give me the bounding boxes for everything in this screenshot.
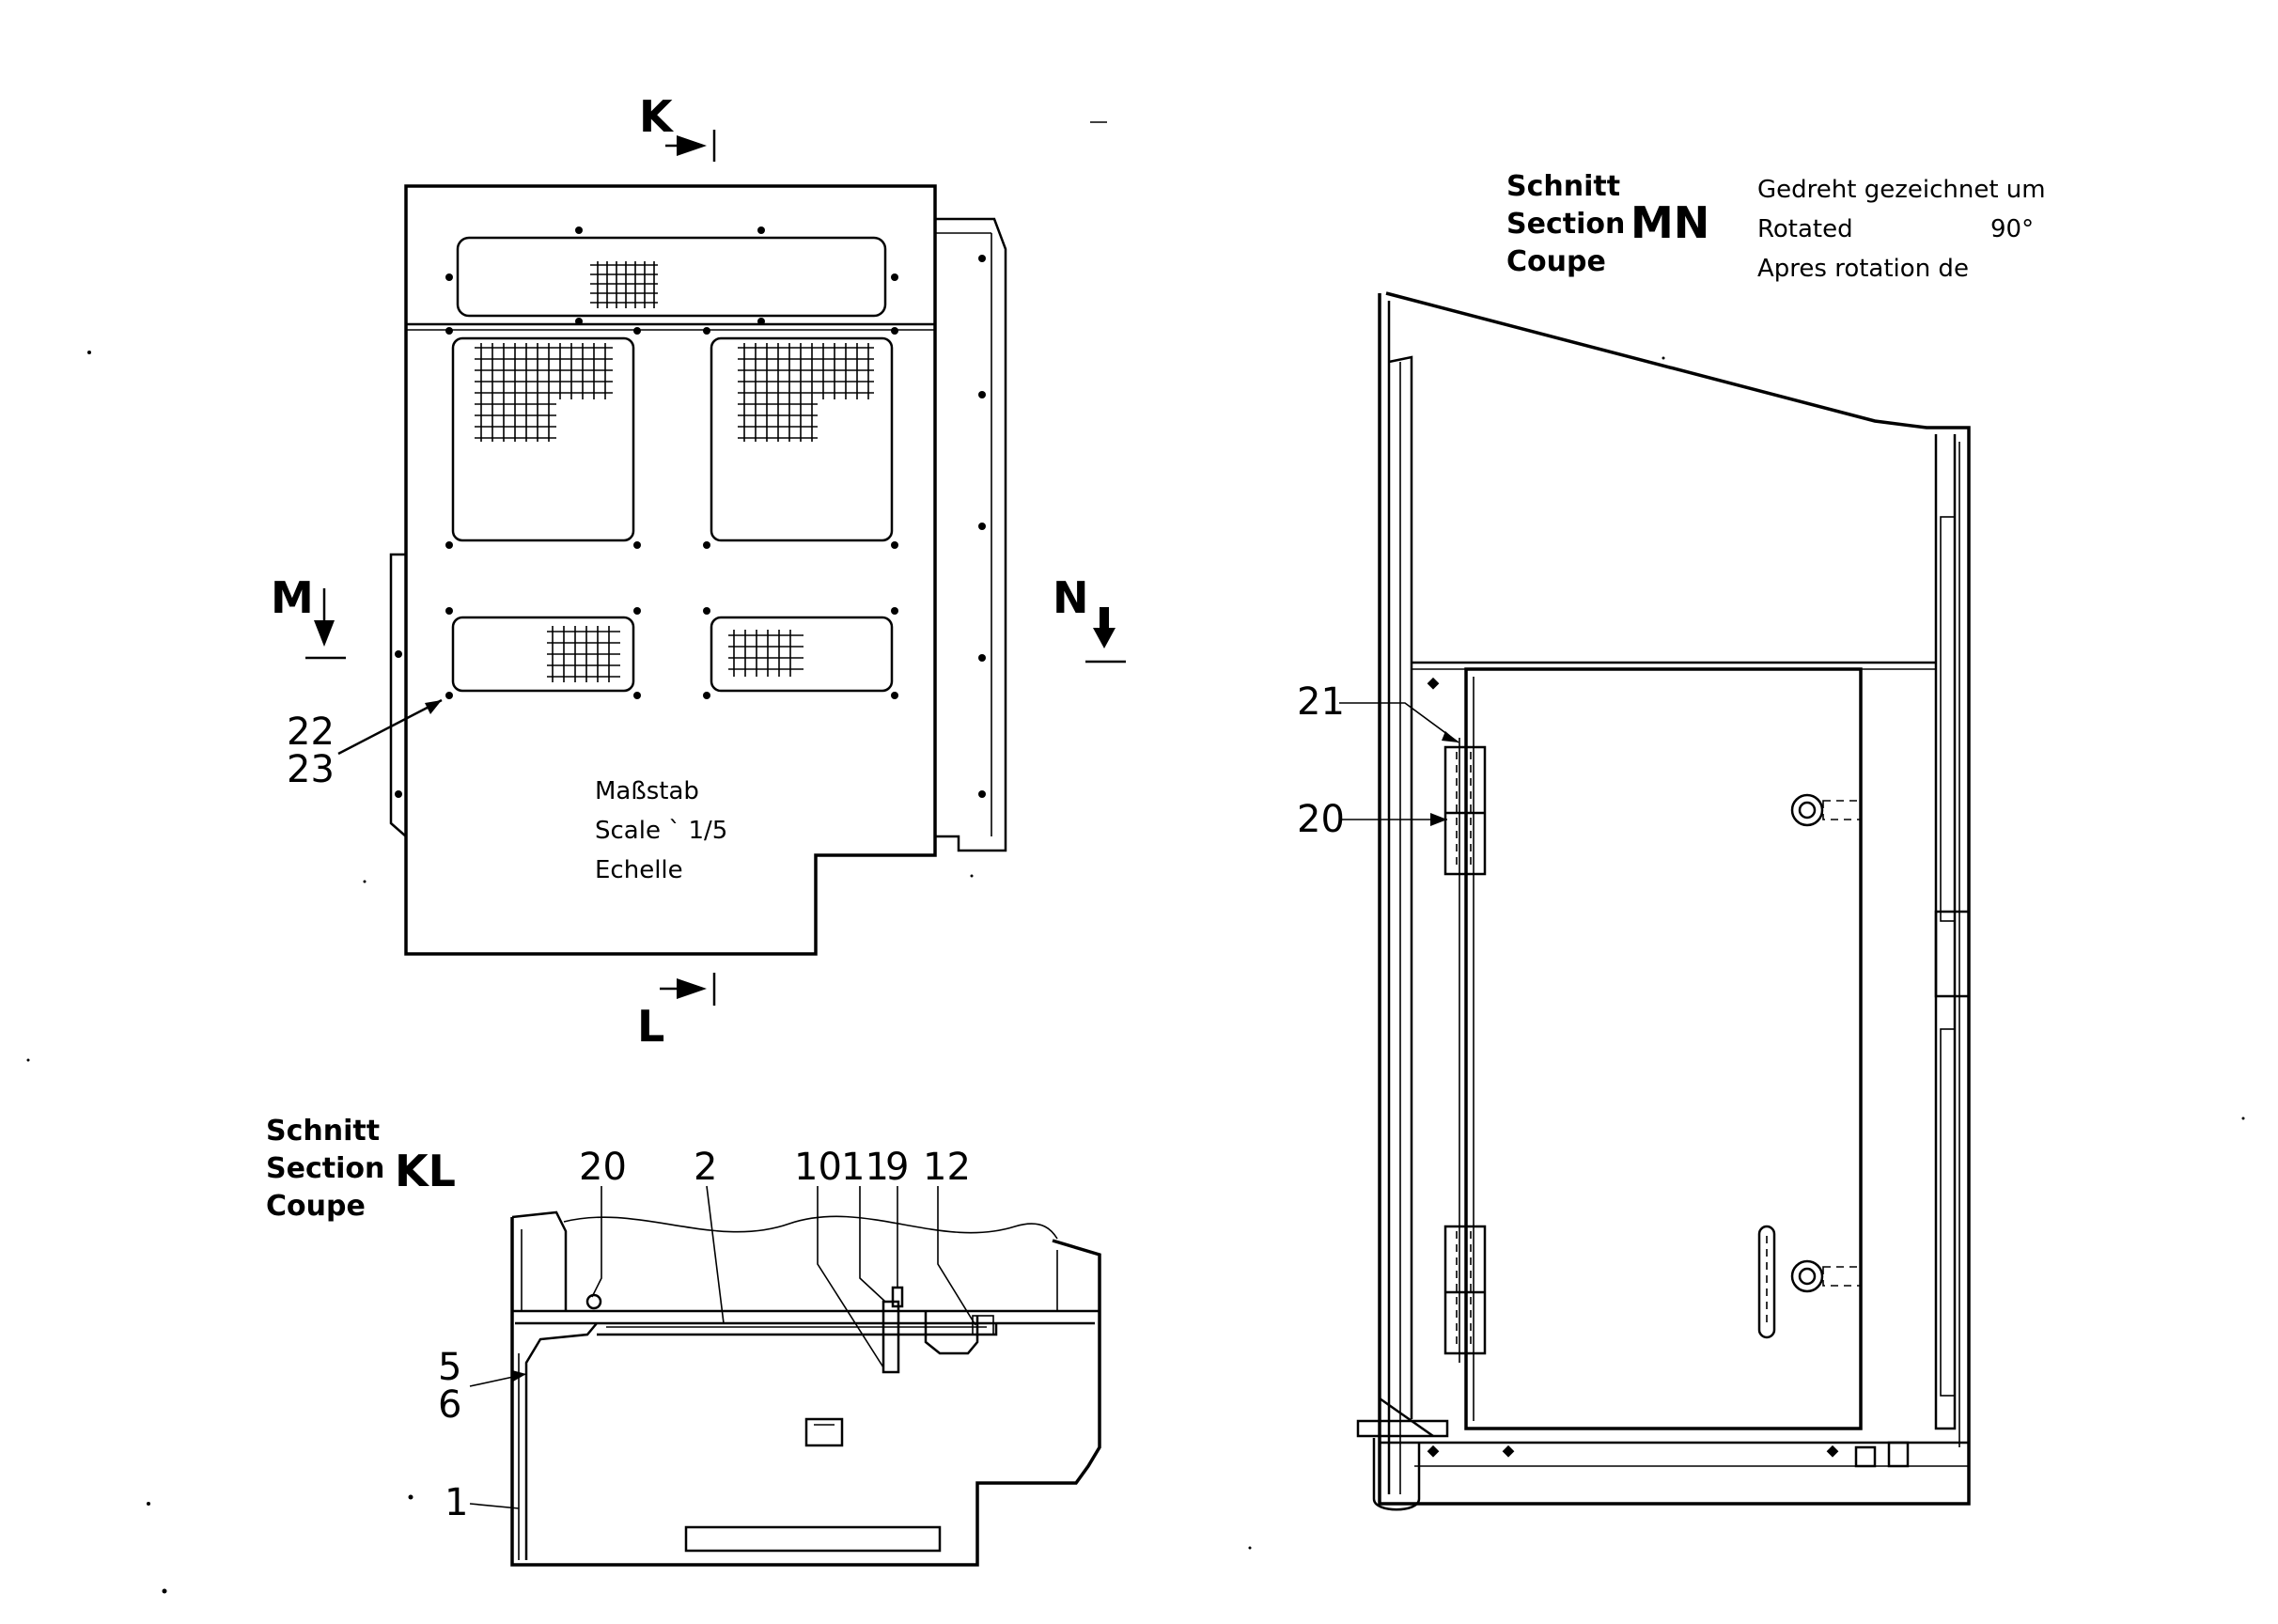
section-marker-k: K [639, 91, 716, 162]
svg-text:21: 21 [1297, 680, 1345, 724]
svg-text:22: 22 [287, 710, 335, 754]
svg-text:Scale ` 1/5: Scale ` 1/5 [595, 817, 727, 845]
scan-specks [26, 351, 2245, 1594]
top-view-left-strip [389, 553, 407, 837]
section-kl-break-line [563, 1215, 1058, 1240]
svg-text:Coupe: Coupe [1506, 245, 1606, 278]
svg-text:KL: KL [395, 1146, 456, 1196]
bolt-9-11 [882, 1300, 900, 1374]
section-kl-title: Schnitt Section Coupe KL [266, 1115, 456, 1223]
grille-hatching [475, 261, 874, 682]
svg-text:20: 20 [1297, 798, 1345, 841]
hinges [1443, 745, 1487, 1355]
svg-text:Schnitt: Schnitt [266, 1115, 380, 1148]
svg-text:Maßstab: Maßstab [595, 777, 699, 805]
section-mn-outline [1378, 291, 1971, 1506]
top-view-side-frame [935, 217, 1007, 852]
lower-left-grille-panel [451, 616, 635, 693]
section-mn: Schnitt Section Coupe MN Gedreht gezeich… [1297, 170, 2046, 1511]
section-kl-callouts: 20 2 10 11 9 12 5 6 1 [438, 1146, 976, 1524]
svg-text:12: 12 [923, 1146, 971, 1189]
svg-text:9: 9 [885, 1146, 909, 1189]
svg-text:Rotated: Rotated [1757, 215, 1853, 243]
section-mn-fasteners [1427, 677, 1839, 1458]
svg-text:Schnitt: Schnitt [1506, 170, 1620, 203]
door-locks [1757, 793, 1862, 1339]
top-view: K L M N 22 23 [271, 91, 1126, 1052]
svg-text:5: 5 [438, 1346, 461, 1389]
svg-text:K: K [639, 91, 675, 142]
svg-text:L: L [637, 1001, 664, 1052]
svg-text:20: 20 [579, 1146, 627, 1189]
label-plate [804, 1417, 844, 1447]
section-marker-m: M [271, 572, 346, 660]
svg-text:N: N [1053, 572, 1089, 623]
rotation-note: Gedreht gezeichnet um Rotated Apres rota… [1757, 176, 2046, 283]
svg-text:23: 23 [287, 748, 335, 791]
top-grille-panel [456, 236, 887, 318]
section-marker-l: L [637, 973, 716, 1052]
section-kl: Schnitt Section Coupe KL 20 [266, 1115, 1101, 1567]
svg-text:M: M [271, 572, 314, 623]
section-marker-n: N [1053, 572, 1126, 664]
upper-left-grille-panel [451, 336, 635, 542]
svg-text:1: 1 [445, 1481, 468, 1524]
top-view-outline [404, 184, 937, 956]
lower-right-grille-panel [710, 616, 894, 693]
svg-text:90°: 90° [1990, 215, 2034, 243]
upper-right-grille-panel [710, 336, 894, 542]
door-panel [1464, 667, 1863, 1430]
svg-text:Section: Section [1506, 208, 1625, 241]
svg-text:6: 6 [438, 1383, 461, 1427]
svg-text:Coupe: Coupe [266, 1190, 366, 1223]
callout-22-23: 22 23 [287, 698, 443, 791]
door-handle [1757, 1225, 1776, 1339]
svg-text:10: 10 [794, 1146, 842, 1189]
svg-text:Apres rotation de: Apres rotation de [1757, 255, 1969, 283]
section-mn-title: Schnitt Section Coupe MN [1506, 170, 1709, 278]
section-mn-callouts: 21 20 [1297, 680, 1459, 841]
fasteners [395, 226, 986, 798]
svg-text:Gedreht gezeichnet um: Gedreht gezeichnet um [1757, 176, 2046, 204]
section-kl-outline [510, 1217, 1101, 1567]
svg-text:2: 2 [694, 1146, 717, 1189]
svg-text:Echelle: Echelle [595, 856, 683, 884]
svg-text:11: 11 [841, 1146, 889, 1189]
bottom-rail [684, 1525, 942, 1553]
svg-text:Section: Section [266, 1152, 384, 1185]
scale-note: Maßstab Scale ` 1/5 Echelle [595, 777, 727, 884]
svg-text:MN: MN [1630, 197, 1709, 248]
